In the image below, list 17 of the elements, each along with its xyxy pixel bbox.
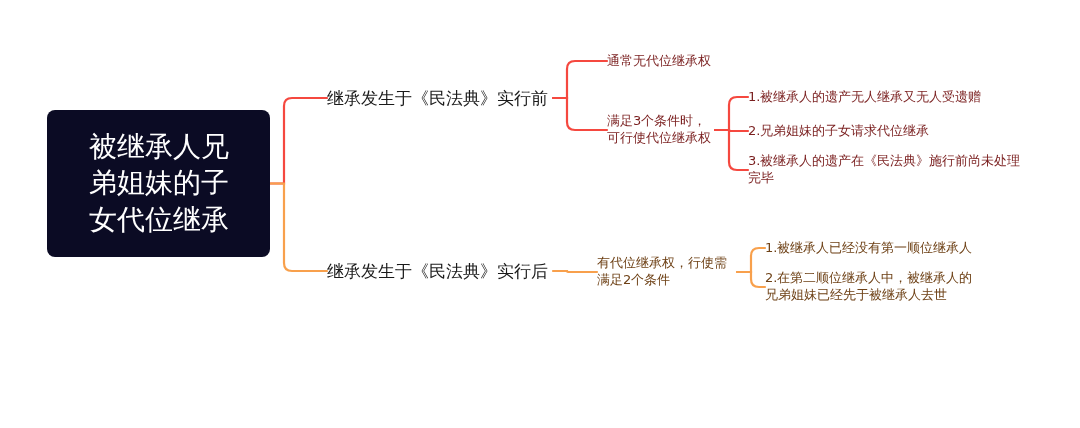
topic-text: 1.被继承人已经没有第一顺位继承人 bbox=[765, 237, 1015, 259]
connector-line bbox=[735, 270, 767, 289]
topic-text: 通常无代位继承权 bbox=[607, 50, 757, 72]
topic-text: 满足3个条件时，可行使代位继承权 bbox=[607, 110, 715, 150]
topic-text: 2.在第二顺位继承人中，被继承人的兄弟姐妹已经先于被继承人去世 bbox=[765, 267, 983, 307]
topic-text: 3.被继承人的遗产在《民法典》施行前尚未处理完毕 bbox=[748, 150, 1024, 190]
topic-text: 有代位继承权，行使需满足2个条件 bbox=[597, 252, 737, 292]
connector-line bbox=[713, 128, 750, 172]
topic-text: 继承发生于《民法典》实行后 bbox=[327, 257, 553, 285]
topic-text: 2.兄弟姐妹的子女请求代位继承 bbox=[748, 120, 1038, 142]
root-topic-box bbox=[47, 110, 270, 257]
topic-text: 1.被继承人的遗产无人继承又无人受遗赠 bbox=[748, 86, 1038, 108]
topic-title: 被继承人兄弟姐妹的子女代位继承 bbox=[87, 128, 230, 238]
connector-line bbox=[551, 269, 599, 274]
connector-line bbox=[268, 182, 329, 273]
topic-text: 继承发生于《民法典》实行前 bbox=[327, 84, 553, 112]
connector-line bbox=[551, 96, 609, 132]
